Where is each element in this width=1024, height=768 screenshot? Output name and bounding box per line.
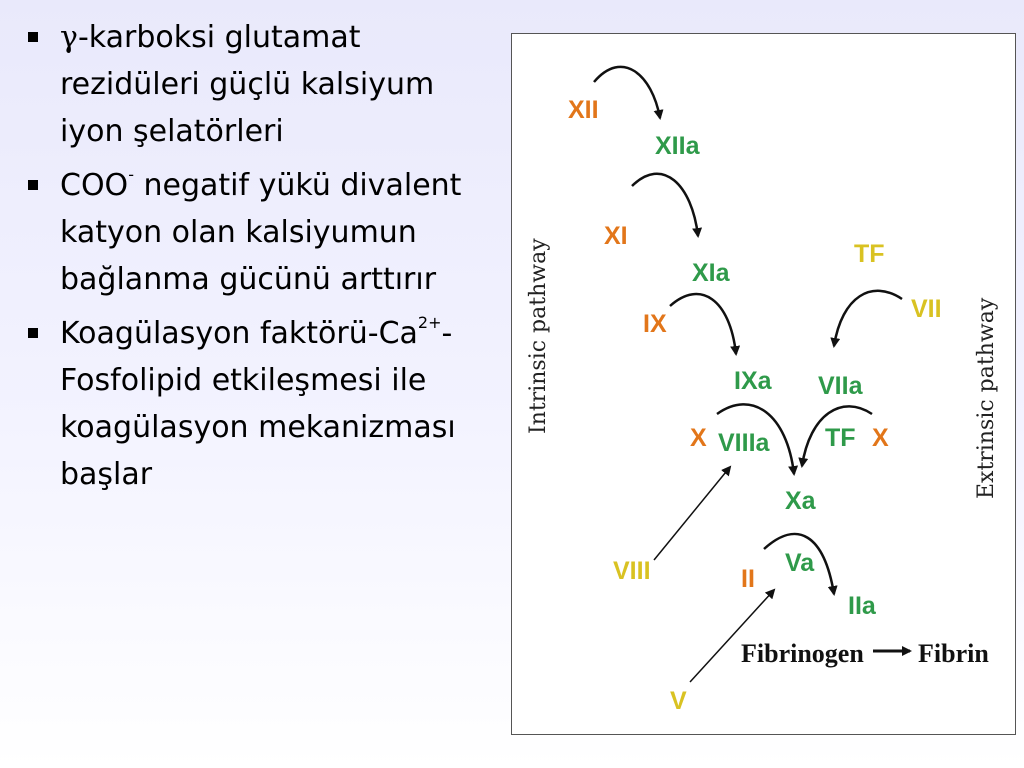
bullet-text: COO xyxy=(60,168,129,203)
factor-viii: VIII xyxy=(613,557,651,585)
bullet-item: COO- negatif yükü divalent katyon olan k… xyxy=(22,162,492,303)
factor-tf-top: TF xyxy=(854,240,885,268)
gamma-symbol: γ xyxy=(60,20,78,55)
factor-x-left: X xyxy=(690,424,707,452)
arrow-vii-to-viia xyxy=(830,289,903,348)
factor-xi: XI xyxy=(604,222,628,250)
superscript: - xyxy=(128,165,134,184)
extrinsic-pathway-label: Extrinsic pathway xyxy=(974,297,999,499)
arrow-viii-to-viiia xyxy=(653,465,732,561)
factor-ii: II xyxy=(741,565,755,593)
factor-iia: IIa xyxy=(848,592,877,620)
factor-viiia: VIIIa xyxy=(718,429,771,457)
factor-xa: Xa xyxy=(785,487,817,515)
superscript: 2+ xyxy=(417,313,442,332)
bullet-text: Koagülasyon faktörü-Ca xyxy=(60,316,418,351)
arrow-v-to-va xyxy=(689,588,776,683)
arrow-ix-to-ixa xyxy=(669,292,741,356)
factor-xiia: XIIa xyxy=(655,132,701,160)
factor-xia: XIa xyxy=(692,259,731,287)
bullet-item: γ-karboksi glutamat rezidüleri güçlü kal… xyxy=(22,14,492,155)
factor-ix: IX xyxy=(643,310,667,338)
factor-x-right: X xyxy=(872,424,889,452)
bullet-text: -karboksi glutamat rezidüleri güçlü kals… xyxy=(60,20,435,149)
square-bullet-icon xyxy=(28,180,38,190)
intrinsic-pathway-label: Intrinsic pathway xyxy=(526,238,551,434)
arrow-xi-to-xia xyxy=(631,172,703,238)
coagulation-cascade-diagram: Intrinsic pathway Extrinsic pathway XII … xyxy=(511,33,1016,735)
bullet-text: negatif yükü divalent katyon olan kalsiy… xyxy=(60,168,462,297)
fibrin-label: Fibrin xyxy=(918,639,989,668)
factor-va: Va xyxy=(785,549,815,577)
factor-vii: VII xyxy=(911,295,942,323)
factor-tf-mid: TF xyxy=(825,424,856,452)
factor-xii: XII xyxy=(568,96,599,124)
arrow-ii-to-iia xyxy=(763,532,838,596)
arrow-x-right-to-xa xyxy=(798,405,873,468)
factor-v: V xyxy=(670,687,687,715)
bullet-text: -Fosfolipid etkileşmesi ile koagülasyon … xyxy=(60,316,456,492)
arrow-xii-to-xiia xyxy=(593,65,664,120)
cascade-svg: Intrinsic pathway Extrinsic pathway XII … xyxy=(526,65,999,715)
bullet-list: γ-karboksi glutamat rezidüleri güçlü kal… xyxy=(22,14,492,505)
square-bullet-icon xyxy=(28,328,38,338)
bullet-item: Koagülasyon faktörü-Ca2+-Fosfolipid etki… xyxy=(22,310,492,498)
fibrinogen-label: Fibrinogen xyxy=(741,639,864,668)
factor-ixa: IXa xyxy=(734,367,773,395)
square-bullet-icon xyxy=(28,32,38,42)
factor-viia: VIIa xyxy=(818,372,864,400)
arrow-x-left-to-xa xyxy=(716,403,799,476)
